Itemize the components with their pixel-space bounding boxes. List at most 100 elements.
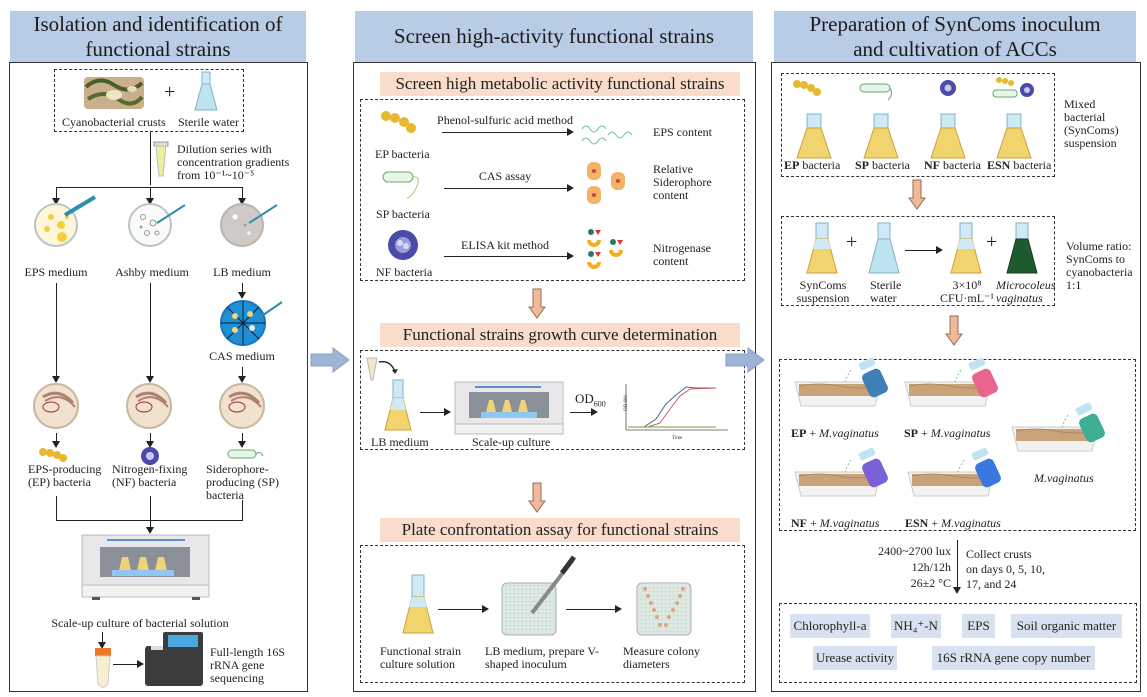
growth-curve-chart: OD 600 Time xyxy=(624,384,728,441)
cyanobacterial-crust-icon xyxy=(84,77,144,109)
panel-3-title: Preparation of SynComs inoculum and cult… xyxy=(774,11,1136,62)
eps-polymer-icon xyxy=(581,125,633,145)
esn-flask-icon xyxy=(992,77,1034,159)
down-arrow-icon xyxy=(528,482,546,513)
shaker-incubator-icon xyxy=(81,534,210,600)
pipette-tip-icon xyxy=(366,357,398,381)
cas-medium-label: CAS medium xyxy=(209,349,275,363)
method-elisa: ELISA kit method xyxy=(461,238,549,252)
lb-flask-icon xyxy=(384,379,412,431)
flow-arrow-icon xyxy=(725,347,765,373)
confrontation-box xyxy=(360,545,745,683)
diluted-syncoms-flask-icon xyxy=(950,222,982,274)
metric-chlorophyll: Chlorophyll-a xyxy=(790,614,870,638)
sterile-water-label: Sterile water xyxy=(178,115,239,129)
connector xyxy=(56,187,242,189)
ep-bacteria-label: EP bacteria xyxy=(375,147,430,161)
eps-medium-plate-icon xyxy=(34,195,97,247)
colony-plate-icon xyxy=(219,383,265,429)
falcon-tube-icon xyxy=(95,648,111,689)
esn-bacteria-flask-label: ESN bacteria xyxy=(987,158,1052,172)
down-arrow-icon xyxy=(528,288,546,319)
tray-label-esn: ESN + M.vaginatus xyxy=(905,516,1001,530)
siderophore-icon xyxy=(587,162,625,204)
culture-flask-icon xyxy=(402,574,434,634)
colony-plate-icon xyxy=(33,383,79,429)
sp-flask-icon xyxy=(859,83,899,159)
growth-box xyxy=(360,350,745,450)
nf-bacteria-label: Nitrogen-fixing(NF) bacteria xyxy=(112,462,188,489)
inoculum-plate-icon xyxy=(501,555,576,636)
section-heading-confrontation: Plate confrontation assay for functional… xyxy=(380,518,740,542)
plus-sign: + xyxy=(164,81,176,103)
cultivation-box xyxy=(779,359,1136,531)
nf-bacteria-icon xyxy=(388,230,418,260)
ep-flask-icon xyxy=(793,80,832,159)
tray-label-sp: SP + M.vaginatus xyxy=(904,426,991,440)
metric-nh4: NH₄⁺-N xyxy=(891,614,941,638)
ep-bacteria-label: EPS-producing(EP) bacteria xyxy=(28,462,102,489)
section-heading-metabolic: Screen high metabolic activity functiona… xyxy=(380,72,740,96)
tray-label-nf: NF + M.vaginatus xyxy=(791,516,880,530)
nf-bacteria-flask-label: NF bacteria xyxy=(924,158,981,172)
down-arrow-icon xyxy=(908,179,926,210)
sp-bacteria-flask-label: SP bacteria xyxy=(855,158,910,172)
sterile-water-flask-icon xyxy=(194,71,218,111)
v-inoculum-label: LB medium, prepare V-shaped inoculum xyxy=(485,644,599,671)
sequencer-icon xyxy=(145,632,203,686)
eps-medium-label: EPS medium xyxy=(24,265,88,279)
sp-bacteria-icon xyxy=(227,449,264,459)
metrics-box xyxy=(779,603,1137,683)
connector xyxy=(150,132,152,185)
metric-eps: EPS xyxy=(962,614,995,638)
colony-plate-icon xyxy=(126,383,172,429)
sp-bacteria-label: SP bacteria xyxy=(376,207,430,221)
soil-tray-spray-icon xyxy=(794,447,888,497)
section-heading-growth: Functional strains growth curve determin… xyxy=(380,323,740,347)
dilution-note: Dilution series with concentration gradi… xyxy=(177,142,290,182)
sterile-water-flask-icon xyxy=(868,222,900,274)
method-cas: CAS assay xyxy=(478,169,532,183)
method-phenol: Phenol-sulfuric acid method xyxy=(437,113,573,127)
metric-soil-organic-matter: Soil organic matter xyxy=(1011,614,1122,638)
eppendorf-tube-icon xyxy=(153,141,169,177)
ashby-medium-label: Ashby medium xyxy=(115,265,189,279)
nf-flask-icon xyxy=(930,80,966,159)
tray-label-ep: EP + M.vaginatus xyxy=(791,426,879,440)
ep-bacteria-icon xyxy=(381,111,416,133)
lb-medium-label: LB medium xyxy=(371,435,429,449)
metric-urease: Urease activity xyxy=(813,646,897,670)
down-arrow-icon xyxy=(945,315,963,346)
lb-medium-label: LB medium xyxy=(213,265,271,279)
v-colony-plate-icon xyxy=(636,582,692,636)
scale-up-culture-label: Scale-up culture xyxy=(472,435,551,449)
sp-bacteria-label: Siderophore-producing (SP)bacteria xyxy=(206,462,279,502)
metabolic-box xyxy=(360,99,745,281)
od600-label: OD600 xyxy=(575,391,606,409)
flow-arrow-icon xyxy=(310,347,350,373)
panel-1-title: Isolation and identification of function… xyxy=(10,11,306,62)
lb-medium-plate-icon xyxy=(220,203,278,247)
soil-tray-spray-icon xyxy=(1011,402,1105,452)
cyanobacterial-crusts-label: Cyanobacterial crusts xyxy=(62,115,166,129)
growth-chart-ylabel: OD 600 xyxy=(624,395,629,411)
soil-tray-spray-icon xyxy=(794,357,888,407)
ashby-medium-plate-icon xyxy=(128,203,186,247)
tray-label-control: M.vaginatus xyxy=(1034,471,1094,485)
syncoms-flask-icon xyxy=(806,222,838,274)
soil-tray-spray-icon xyxy=(904,357,998,407)
soil-tray-spray-icon xyxy=(907,447,1001,497)
eps-content-label: EPS content xyxy=(653,125,712,139)
